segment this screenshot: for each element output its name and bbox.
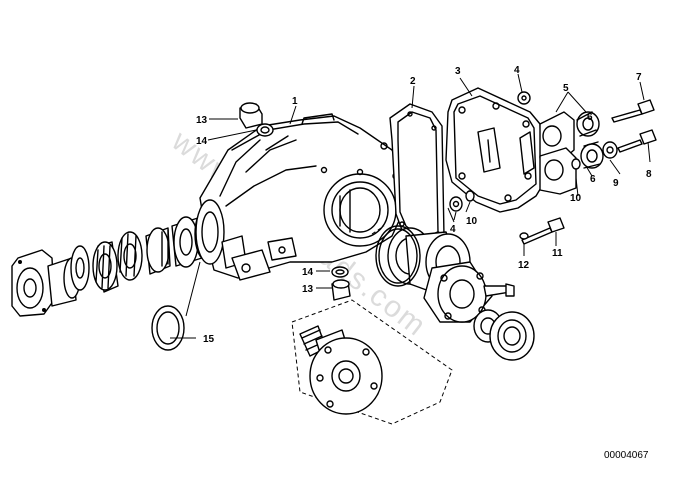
document-number: 00004067 [604,450,649,461]
callout-8: 8 [646,169,652,180]
callout-13-top: 13 [196,115,208,126]
callout-4-bottom: 4 [450,224,456,235]
o-ring [151,261,201,351]
drive-flange-left [11,249,81,317]
cover-gasket [389,103,445,247]
callout-5: 5 [563,83,569,94]
callout-1: 1 [292,96,298,107]
callout-10-left: 10 [466,216,478,227]
callout-4-top: 4 [514,65,520,76]
callout-6-bottom: 6 [590,174,596,185]
leader-lines [170,73,651,339]
callout-2: 2 [410,76,416,87]
callout-6-top: 6 [587,112,593,123]
callout-10-right: 10 [570,193,582,204]
callout-3: 3 [455,66,461,77]
rubber-mounts [539,111,618,195]
flange-o-ring [375,225,421,287]
drain-plug-bottom [331,266,351,301]
callout-7: 7 [636,72,642,83]
callout-14-bottom: 14 [302,267,314,278]
callout-9: 9 [613,178,619,189]
callout-12: 12 [518,260,530,271]
callout-15: 15 [203,334,215,345]
drain-plug-top [239,102,274,137]
output-flange-assembly [291,299,453,425]
callout-11: 11 [552,248,563,259]
bolts-right [449,91,657,245]
differential-housing [195,113,405,281]
drive-flange-right [371,225,535,361]
rear-cover [445,87,543,213]
callout-14-top: 14 [196,136,208,147]
callout-labels: 1 2 3 4 4 5 6 6 7 8 9 10 10 11 12 13 13 … [196,65,652,345]
callout-13-bottom: 13 [302,284,314,295]
